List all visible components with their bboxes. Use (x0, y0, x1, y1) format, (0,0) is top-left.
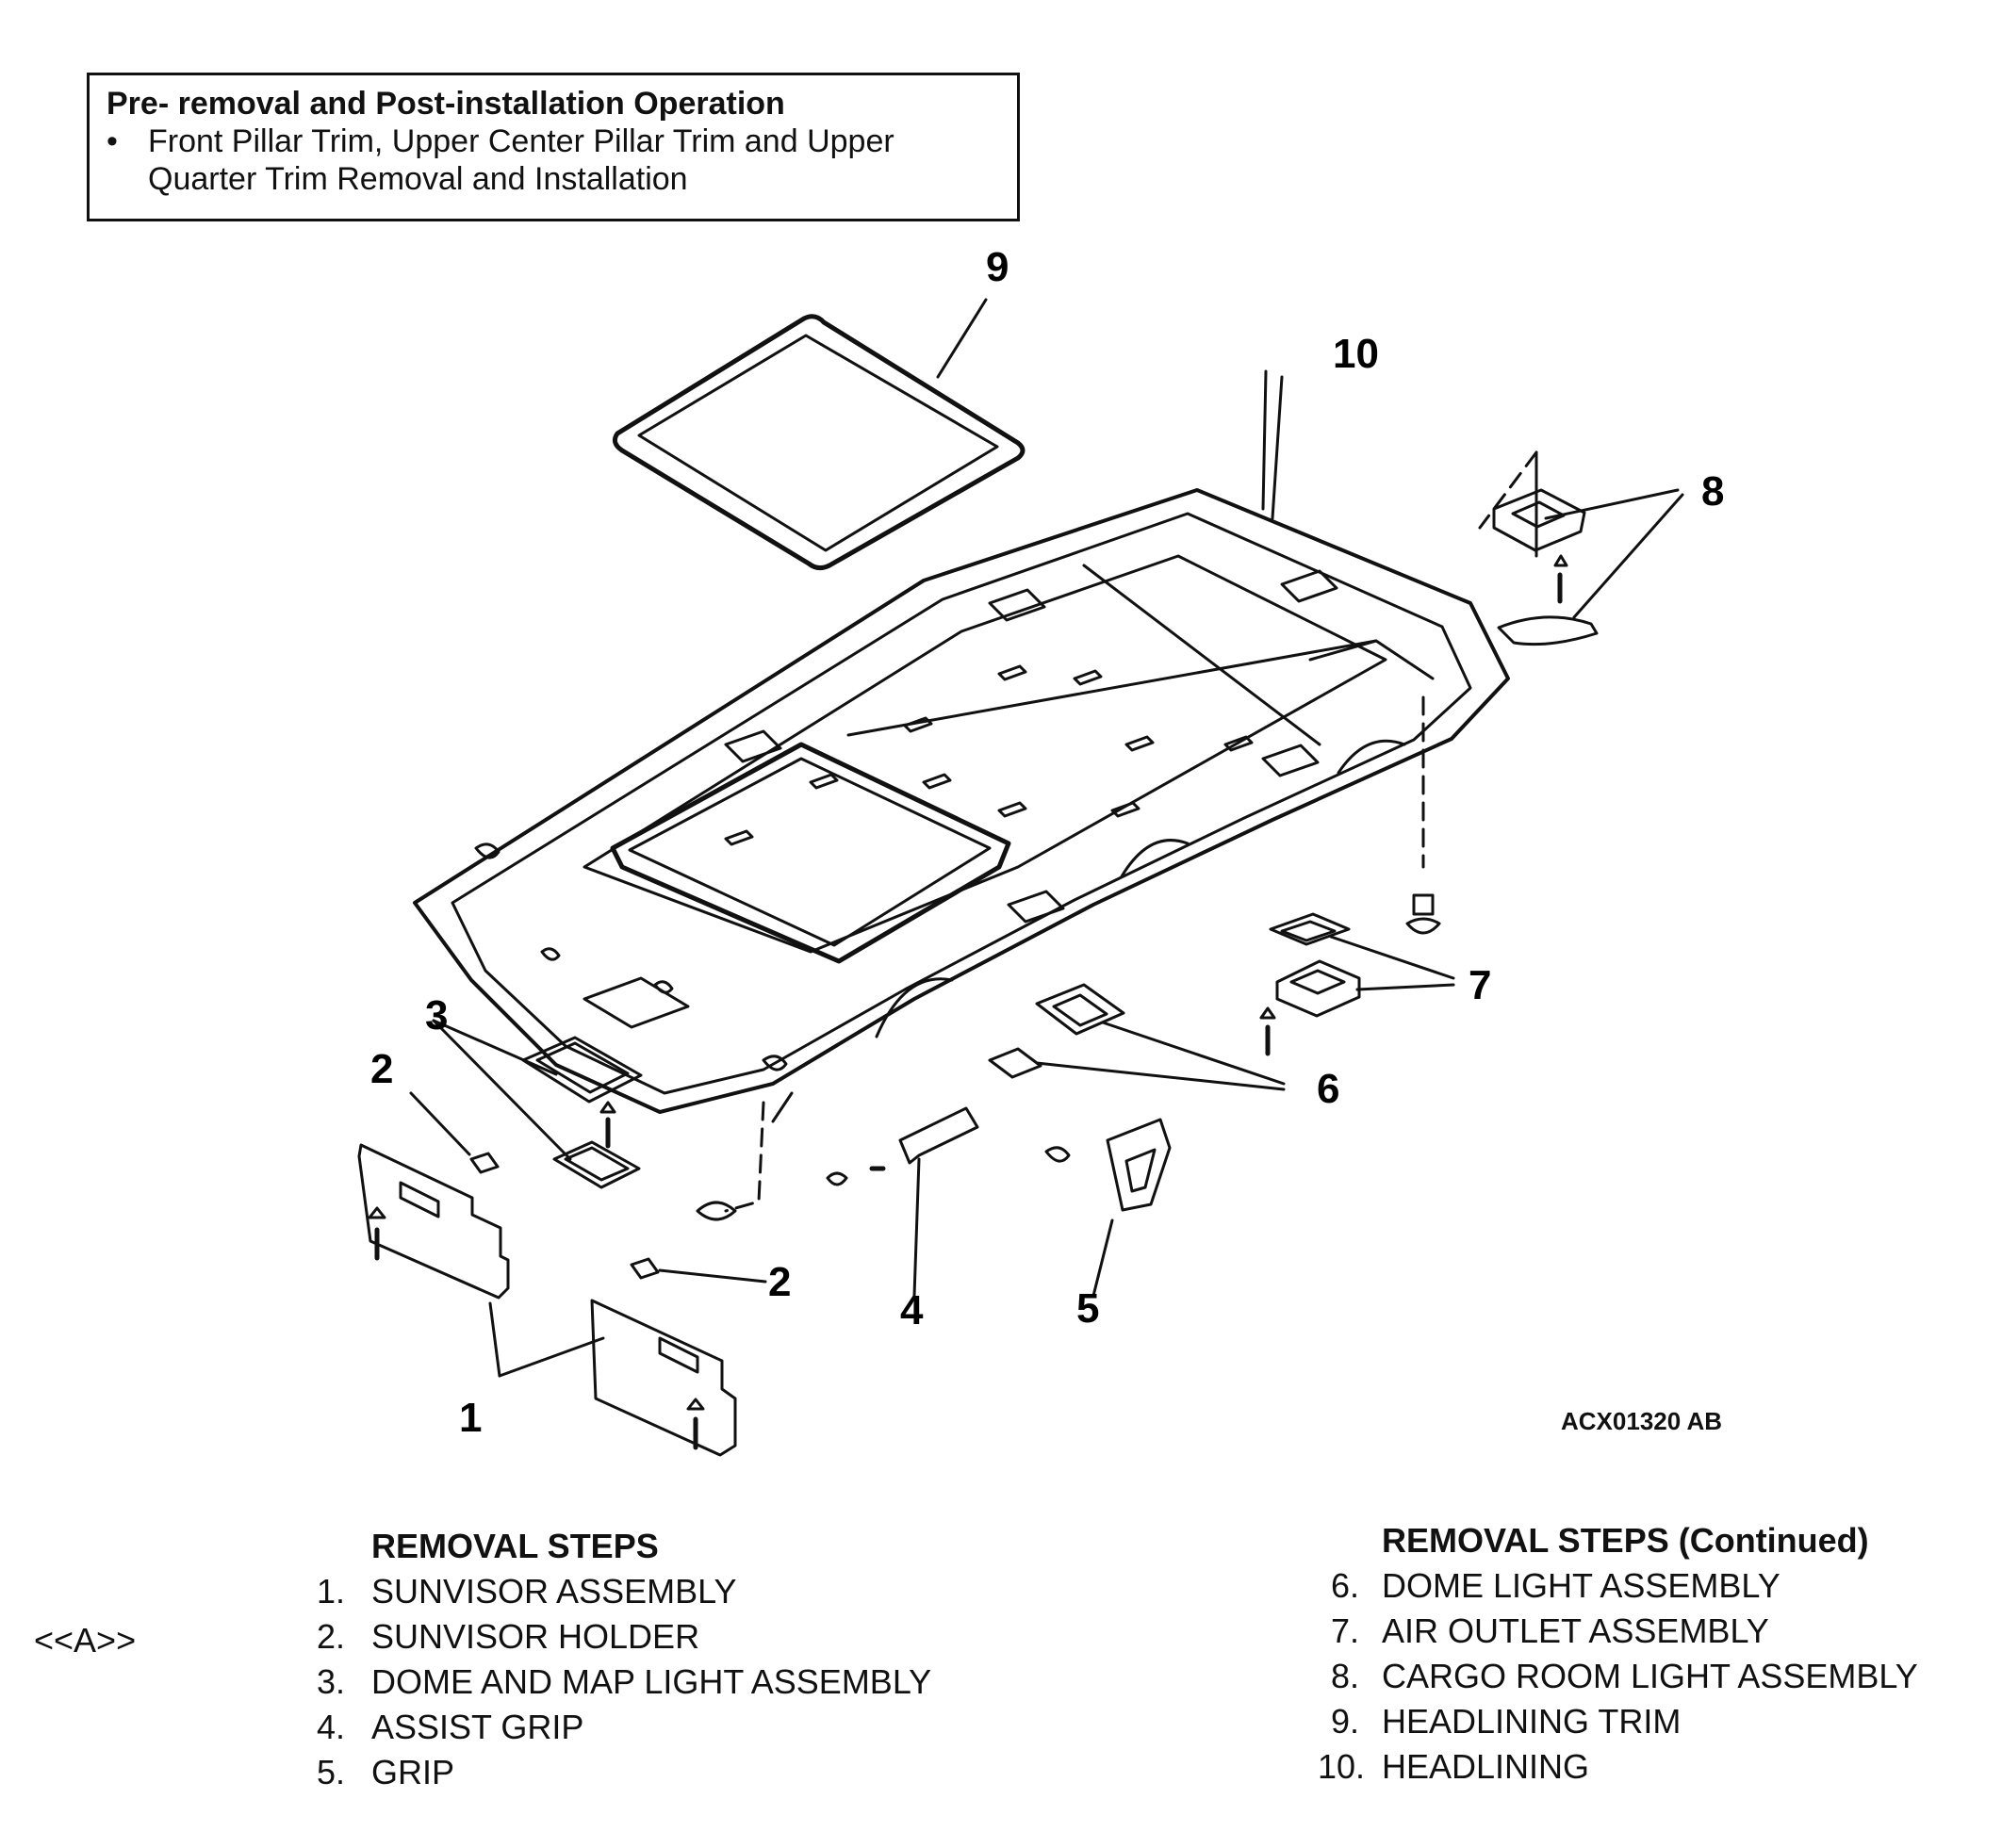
removal-step-3: 3.DOME AND MAP LIGHT ASSEMBLY (316, 1662, 932, 1701)
leader-9 (936, 298, 988, 379)
leader-2a (409, 1091, 471, 1156)
removal-step-6: 6.DOME LIGHT ASSEMBLY (1330, 1566, 1780, 1605)
removal-steps-title: REMOVAL STEPS (371, 1527, 659, 1565)
leader-6a (1101, 1021, 1286, 1086)
pre-removal-line-2: Quarter Trim Removal and Installation (148, 161, 688, 197)
callout-2a: 2 (370, 1046, 393, 1092)
removal-step-9: 9.HEADLINING TRIM (1330, 1702, 1682, 1741)
callout-3: 3 (425, 992, 448, 1038)
leader-1b (498, 1336, 605, 1378)
leader-8a (1544, 488, 1680, 520)
sunvisor-part-left (357, 1143, 510, 1378)
callout-8: 8 (1701, 468, 1724, 515)
dome-map-light-part (432, 1019, 643, 1189)
removal-step-10: 10.HEADLINING (1318, 1747, 1590, 1786)
callout-2b: 2 (768, 1259, 791, 1305)
sunvisor-holder-part-a (469, 1152, 500, 1174)
leader-5 (1091, 1218, 1114, 1298)
pre-removal-item: • Front Pillar Trim, Upper Center Pillar … (107, 123, 1000, 160)
callout-7: 7 (1469, 962, 1491, 1008)
removal-steps-continued-title: REMOVAL STEPS (Continued) (1382, 1521, 1869, 1560)
removal-step-4: 4.ASSIST GRIP (316, 1708, 584, 1746)
callout-10: 10 (1333, 331, 1379, 377)
dome-light-part (988, 983, 1286, 1091)
screw-right (1405, 893, 1441, 935)
note-marker: <<A>> (34, 1621, 137, 1660)
callout-5: 5 (1076, 1285, 1099, 1332)
removal-step-5: 5.GRIP (316, 1753, 455, 1791)
callout-6: 6 (1317, 1066, 1339, 1112)
callout-1: 1 (459, 1395, 482, 1441)
leader-6b (1035, 1061, 1286, 1091)
grip-part (1044, 1118, 1172, 1298)
removal-step-8: 8.CARGO ROOM LIGHT ASSEMBLY (1330, 1657, 1918, 1695)
sunvisor-part-right (498, 1299, 737, 1457)
callout-4: 4 (900, 1287, 924, 1333)
leader-2b (658, 1268, 767, 1284)
assist-grip-part (826, 1106, 979, 1298)
leader-1a (488, 1301, 501, 1378)
removal-step-7: 7.AIR OUTLET ASSEMBLY (1330, 1611, 1769, 1650)
clip-part (696, 1201, 737, 1221)
diagram-code: ACX01320 AB (1561, 1407, 1723, 1435)
pre-removal-line-1: Front Pillar Trim, Upper Center Pillar T… (148, 123, 894, 159)
callout-9: 9 (986, 244, 1009, 290)
headlining-panel (413, 488, 1510, 1123)
sunvisor-holder-part-b (630, 1257, 660, 1280)
leader-3a (432, 1019, 558, 1076)
pre-removal-box: Pre- removal and Post-installation Opera… (87, 73, 1020, 221)
leader-4 (912, 1157, 921, 1298)
pre-removal-title: Pre- removal and Post-installation Opera… (107, 86, 785, 122)
cargo-room-light-part (1478, 450, 1684, 646)
removal-step-1: 1.SUNVISOR ASSEMBLY (316, 1572, 737, 1611)
leader-7b (1355, 983, 1455, 991)
leader-8b (1572, 493, 1684, 619)
leader-7a (1329, 935, 1455, 980)
bullet: • (107, 123, 118, 159)
removal-step-2: 2.SUNVISOR HOLDER (316, 1617, 700, 1656)
air-outlet-part (1259, 912, 1455, 1056)
leader-10 (1261, 369, 1268, 511)
headlining-trim-part (612, 314, 1026, 571)
leader-3b (432, 1019, 572, 1161)
